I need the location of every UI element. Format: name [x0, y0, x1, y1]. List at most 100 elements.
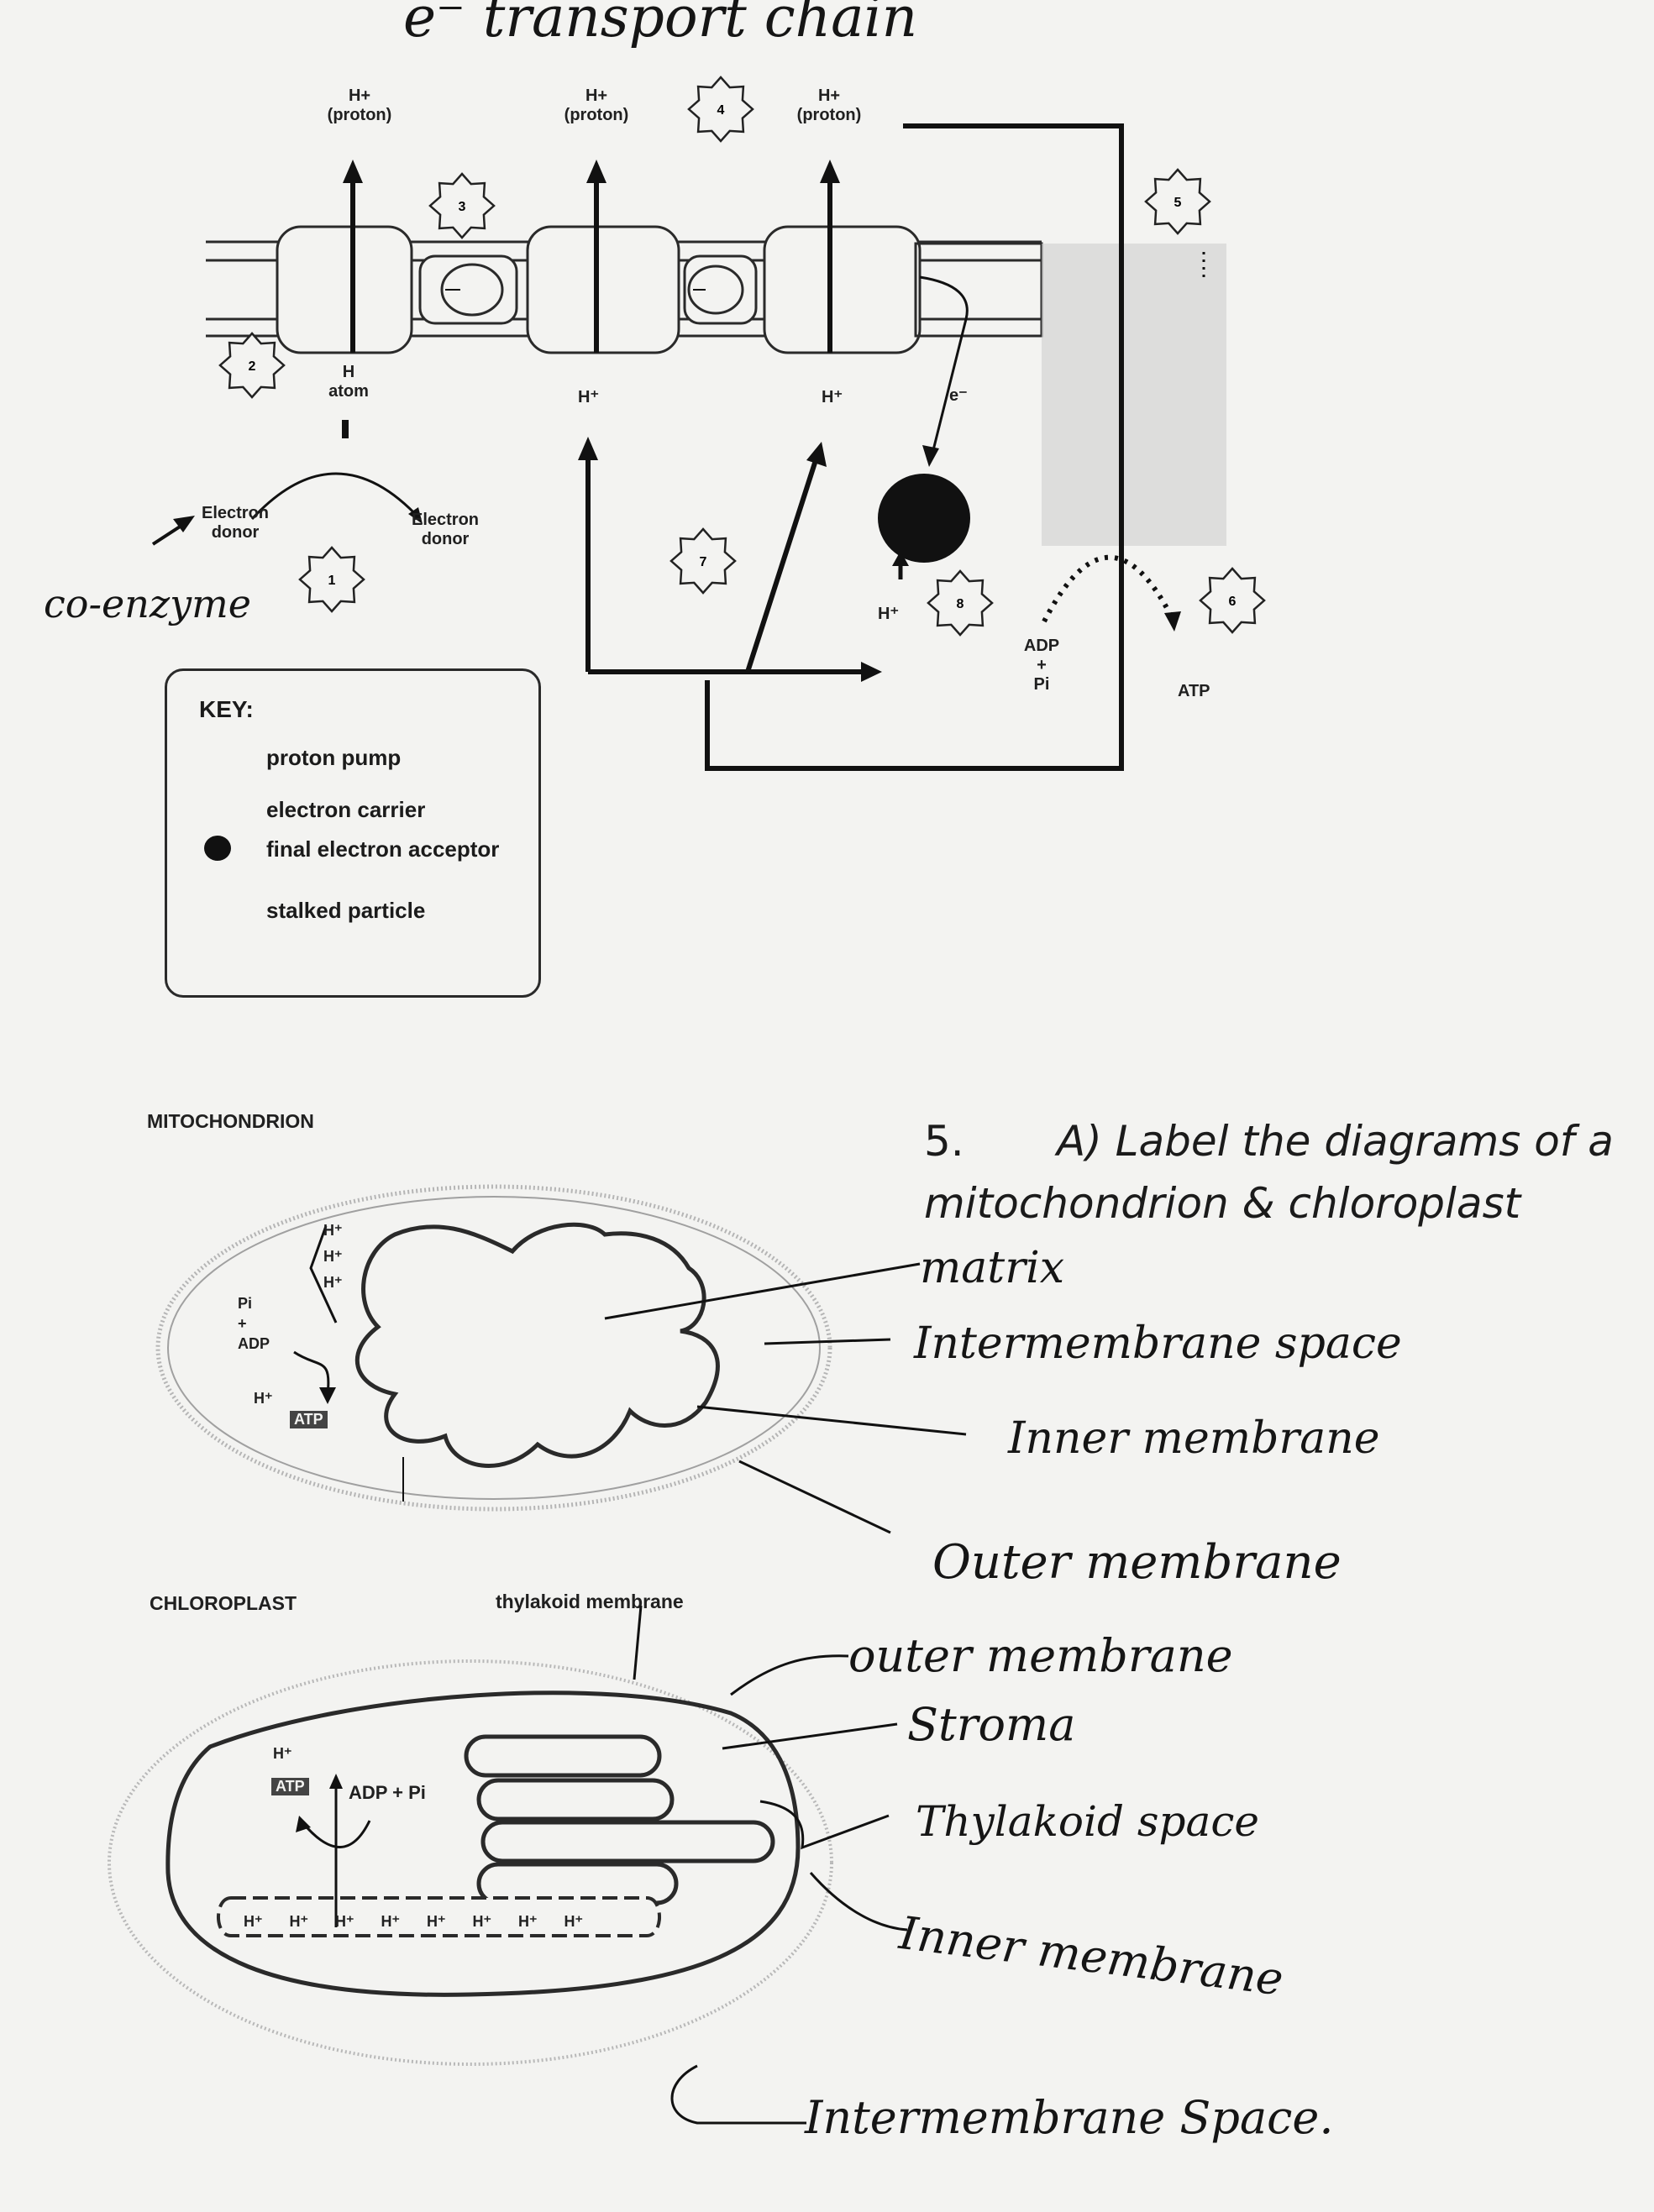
electron-donor-left-line1: Electron	[202, 504, 270, 522]
key-item-final-acceptor: final electron acceptor	[266, 836, 500, 862]
star-marker-5	[1144, 168, 1211, 235]
stalked-particle-outline	[914, 242, 1043, 338]
thylakoid-membrane-label: thylakoid membrane	[496, 1591, 684, 1612]
proton-label-3: H+ (proton)	[783, 86, 875, 125]
star-marker-2	[218, 332, 286, 399]
electron-donor-right-line2: donor	[421, 530, 470, 548]
coenzyme-annotation: co-enzyme	[44, 581, 251, 626]
mito-label-outer-membrane: Outer membrane	[932, 1535, 1342, 1590]
proton-label-2-text: (proton)	[564, 106, 629, 124]
star-number-7: 7	[700, 555, 707, 569]
mito-plus: +	[238, 1315, 247, 1332]
proton-pump-3	[763, 225, 922, 354]
adp-pi-label: ADP + Pi	[1021, 637, 1063, 695]
atp-label: ATP	[1178, 682, 1210, 700]
star-number-1: 1	[328, 574, 336, 588]
star-marker-6	[1199, 567, 1266, 634]
final-electron-acceptor	[878, 474, 970, 563]
chloro-h-plus: H⁺	[244, 1913, 263, 1930]
thylakoid-stack	[464, 1734, 775, 1905]
proton-pump-2	[526, 225, 680, 354]
h-atom-label: H atom	[319, 363, 378, 401]
proton-label-1-text: (proton)	[327, 106, 392, 124]
proton-label-3-symbol: H+	[817, 86, 841, 105]
chloro-label-stroma: Stroma	[907, 1698, 1076, 1751]
electron-carrier-2	[687, 265, 744, 315]
adp-text: ADP	[1023, 637, 1060, 655]
h-atom-symbol: H	[342, 363, 355, 381]
electron-carrier-1	[440, 263, 504, 317]
matrix-circuit	[585, 123, 1124, 771]
chloro-inner-membrane	[165, 1690, 801, 1997]
mitochondrion-diagram	[155, 1184, 967, 1534]
mito-outer-membrane	[155, 1184, 832, 1512]
chloro-label-outer-membrane: outer membrane	[848, 1629, 1233, 1682]
question-line-2: mitochondrion & chloroplast	[924, 1179, 1521, 1228]
mito-pi: Pi	[238, 1295, 253, 1312]
proton-label-3-text: (proton)	[796, 106, 862, 124]
mito-inner-edge	[167, 1196, 821, 1500]
chloro-h-plus: H⁺	[518, 1913, 538, 1930]
star-number-6: 6	[1229, 595, 1237, 609]
key-item-proton-pump: proton pump	[266, 745, 402, 770]
proton-label-1-symbol: H+	[348, 86, 371, 105]
mito-adp: ADP	[238, 1335, 270, 1352]
chloroplast-diagram	[108, 1605, 908, 2125]
h-atom-text: atom	[328, 382, 369, 401]
chloro-h-row: H⁺H⁺H⁺H⁺H⁺H⁺H⁺H⁺	[244, 1913, 583, 1931]
star-marker-8	[927, 569, 994, 637]
proton-pump-1	[276, 225, 413, 354]
electron-label: e⁻	[949, 386, 968, 405]
membrane-proteins	[276, 225, 1043, 354]
star-marker-3	[428, 172, 496, 239]
chloro-label-lines	[633, 1605, 908, 2125]
electron-donor-left-line2: donor	[211, 523, 260, 542]
proton-label-2: H+ (proton)	[550, 86, 643, 125]
star-number-5: 5	[1174, 196, 1182, 210]
key-final-acceptor-icon	[204, 836, 231, 861]
chloro-h-top: H⁺	[273, 1745, 292, 1762]
chloro-h-plus: H⁺	[335, 1913, 354, 1930]
key-title: KEY:	[199, 696, 254, 722]
chloro-adp-pi: ADP + Pi	[349, 1782, 426, 1803]
mito-label-intermembrane-space: Intermembrane space	[914, 1318, 1402, 1369]
question-line-1: A) Label the diagrams of a	[1057, 1117, 1614, 1166]
star-marker-4	[687, 76, 754, 143]
stalked-particle-shading	[1042, 244, 1226, 546]
electron-donor-right: Electron donor	[412, 511, 479, 549]
chloro-h-plus: H⁺	[381, 1913, 401, 1930]
chloro-outer-dotted	[108, 1659, 833, 2066]
chloroplast-title: CHLOROPLAST	[150, 1592, 297, 1614]
page-title: e⁻ transport chain	[403, 0, 918, 50]
star-marker-1	[298, 546, 365, 613]
star-number-3: 3	[459, 200, 466, 214]
pi-text: Pi	[1033, 675, 1050, 694]
chloro-h-plus: H⁺	[564, 1913, 584, 1930]
question-number: 5.	[924, 1117, 964, 1166]
proton-arrows	[350, 176, 832, 353]
chloro-h-plus: H⁺	[427, 1913, 446, 1930]
mito-h-4: H⁺	[254, 1390, 273, 1407]
mito-h-2: H⁺	[323, 1248, 343, 1265]
h-plus-label-3: H⁺	[878, 605, 899, 623]
mito-atp: ATP	[290, 1411, 328, 1428]
mito-label-lines	[604, 1262, 967, 1534]
mito-h-3: H⁺	[323, 1274, 343, 1291]
mito-pi-group: Pi + ADP	[238, 1293, 270, 1354]
key-item-electron-carrier: electron carrier	[266, 797, 426, 822]
star-number-2: 2	[249, 359, 256, 374]
star-marker-7	[669, 527, 737, 595]
h-plus-label-1: H⁺	[578, 388, 599, 406]
electron-donor-left: Electron donor	[202, 504, 269, 543]
key-box: KEY: proton pump electron carrier final …	[165, 668, 541, 998]
proton-label-2-symbol: H+	[585, 86, 608, 105]
mito-h-1: H⁺	[323, 1222, 343, 1239]
plus-text: +	[1037, 656, 1047, 674]
star-number-4: 4	[717, 103, 725, 118]
mitochondrion-title: MITOCHONDRION	[147, 1110, 314, 1132]
chloro-atp: ATP	[271, 1778, 309, 1795]
chloro-label-intermembrane-space: Intermembrane Space.	[805, 2091, 1334, 2144]
mito-cristae	[354, 1222, 720, 1468]
chloro-h-plus: H⁺	[289, 1913, 309, 1930]
